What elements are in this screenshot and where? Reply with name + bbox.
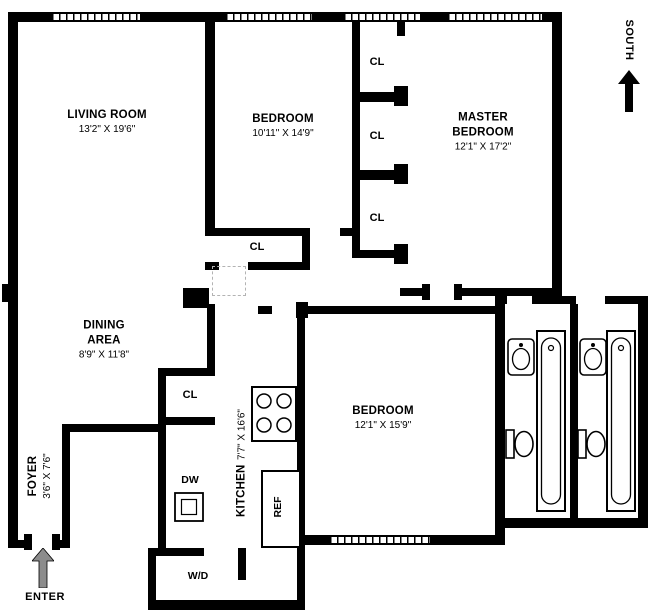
wall (552, 12, 562, 304)
room-dims: 3'6" X 7'6" (41, 453, 53, 499)
wall (2, 284, 18, 302)
closet-label: CL (249, 240, 265, 253)
wall (62, 424, 166, 432)
dishwasher-icon (174, 492, 204, 522)
enter-label: ENTER (25, 590, 65, 603)
wall (605, 296, 648, 304)
wall (570, 304, 578, 518)
sink-icon (507, 338, 535, 376)
wall (532, 296, 576, 304)
south-label: SOUTH (623, 19, 636, 61)
window (226, 12, 312, 22)
wall (183, 288, 209, 308)
room-dims: 10'11" X 14'9" (252, 127, 314, 139)
master-bedroom-label: MASTER BEDROOM 12'1" X 17'2" (433, 111, 533, 154)
bathtub-icon (606, 330, 636, 512)
room-dims: 13'2" X 19'6" (78, 123, 136, 135)
door-jamb (340, 228, 352, 236)
wall (8, 540, 30, 548)
room-name: FOYER (27, 455, 40, 497)
room-name: KITCHEN (235, 464, 248, 517)
room-dims: 12'1" X 17'2" (454, 141, 512, 153)
foyer-label: FOYER 3'6" X 7'6" (26, 453, 54, 498)
wall (148, 548, 204, 556)
bedroom-top-label: BEDROOM 10'11" X 14'9" (252, 112, 313, 140)
wall (207, 304, 215, 370)
closet-label: CL (369, 211, 385, 224)
dishwasher-label: DW (181, 474, 199, 487)
sink-icon (579, 338, 607, 376)
wall (158, 425, 166, 548)
room-name: MASTER BEDROOM (452, 111, 514, 139)
stove-icon (251, 386, 297, 442)
wall (495, 296, 507, 304)
refrigerator-label: REF (272, 496, 285, 518)
door-jamb (422, 284, 430, 300)
wall (297, 304, 305, 610)
bathtub-icon (536, 330, 566, 512)
closet-label: CL (182, 388, 198, 401)
window (52, 12, 140, 22)
closet-label: CL (369, 129, 385, 142)
wall (495, 298, 505, 545)
door-jamb (394, 86, 408, 106)
door-jamb (394, 164, 408, 184)
wall (638, 296, 648, 528)
room-name: BEDROOM (252, 113, 314, 126)
room-name: LIVING ROOM (67, 109, 147, 122)
wall (248, 262, 310, 270)
closet-door-swing (212, 266, 246, 296)
living-room-label: LIVING ROOM 13'2" X 19'6" (67, 108, 147, 136)
wall (148, 548, 156, 610)
room-dims: 12'1" X 15'9" (354, 419, 412, 431)
room-name: DINING AREA (83, 319, 125, 347)
wall (352, 22, 360, 258)
enter-arrow-icon (32, 548, 54, 588)
window (330, 535, 430, 545)
wall (495, 518, 648, 528)
washer-dryer-label: W/D (187, 570, 209, 583)
wall (302, 228, 310, 270)
window (344, 12, 420, 22)
kitchen-label: KITCHEN 7'7" X 16'6" (231, 409, 252, 517)
wall (158, 368, 166, 425)
wall (300, 306, 500, 314)
dining-area-label: DINING AREA 8'9" X 11'8" (68, 319, 140, 362)
wall (158, 368, 215, 376)
room-dims: 7'7" X 16'6" (236, 409, 248, 460)
south-arrow-icon (618, 70, 640, 112)
wall (238, 548, 246, 580)
wall (352, 250, 405, 258)
wall (397, 22, 405, 36)
wall (62, 424, 70, 548)
wall (8, 12, 18, 548)
wall (148, 600, 305, 610)
room-name: BEDROOM (352, 405, 414, 418)
wall (352, 170, 405, 180)
wall (454, 288, 562, 296)
toilet-icon (505, 429, 534, 459)
wall (205, 22, 215, 228)
toilet-icon (577, 429, 606, 459)
wall (205, 228, 310, 236)
window (448, 12, 542, 22)
refrigerator (261, 470, 301, 548)
door-jamb (24, 534, 32, 550)
wall (258, 306, 272, 314)
wall (352, 92, 405, 102)
door-jamb (52, 534, 60, 550)
door-jamb (394, 244, 408, 264)
room-dims: 8'9" X 11'8" (78, 349, 130, 361)
wall (400, 288, 424, 296)
wall (158, 417, 215, 425)
bedroom-bottom-label: BEDROOM 12'1" X 15'9" (352, 404, 413, 432)
closet-label: CL (369, 55, 385, 68)
